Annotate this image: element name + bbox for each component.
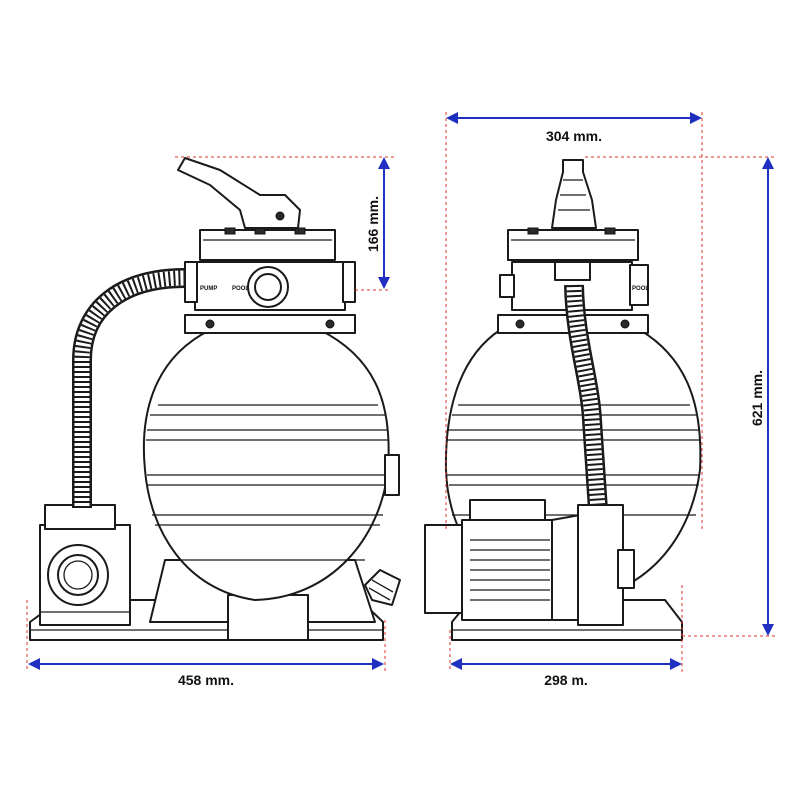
front-hose	[72, 268, 186, 508]
side-valve-top	[507, 229, 639, 261]
side-view-filter: POOL	[424, 159, 702, 641]
front-valve-top	[199, 229, 336, 261]
dimension-label-166: 166 mm.	[365, 196, 381, 252]
svg-text:POOL: POOL	[232, 286, 249, 292]
side-pump-motor	[424, 499, 635, 626]
dimension-width-bottom-right: 298 m.	[450, 658, 682, 688]
dimension-label-458: 458 mm.	[178, 672, 234, 688]
front-tank-body	[142, 329, 390, 601]
dimension-label-621: 621 mm.	[749, 370, 765, 426]
front-tank-ribs	[146, 404, 389, 561]
front-clamp-band	[184, 314, 356, 334]
dimension-label-304: 304 mm.	[546, 128, 602, 144]
side-valve-handle	[551, 159, 597, 229]
dimension-height-valve: 166 mm.	[365, 157, 390, 289]
front-valve-handle	[177, 157, 301, 229]
guide-lines	[26, 112, 775, 672]
front-view-filter: POOL PUMP	[29, 157, 401, 641]
front-pump	[39, 504, 131, 626]
svg-text:PUMP: PUMP	[200, 286, 217, 292]
dimension-width-left: 458 mm.	[28, 658, 384, 688]
svg-text:POOL: POOL	[632, 286, 649, 292]
dimension-width-top-right: 304 mm.	[446, 112, 702, 144]
side-tank-ribs	[447, 404, 700, 516]
dimension-label-298: 298 m.	[544, 672, 588, 688]
side-hose	[564, 284, 608, 511]
front-drain-plug	[364, 569, 401, 606]
dimension-height-total: 621 mm.	[749, 157, 774, 636]
